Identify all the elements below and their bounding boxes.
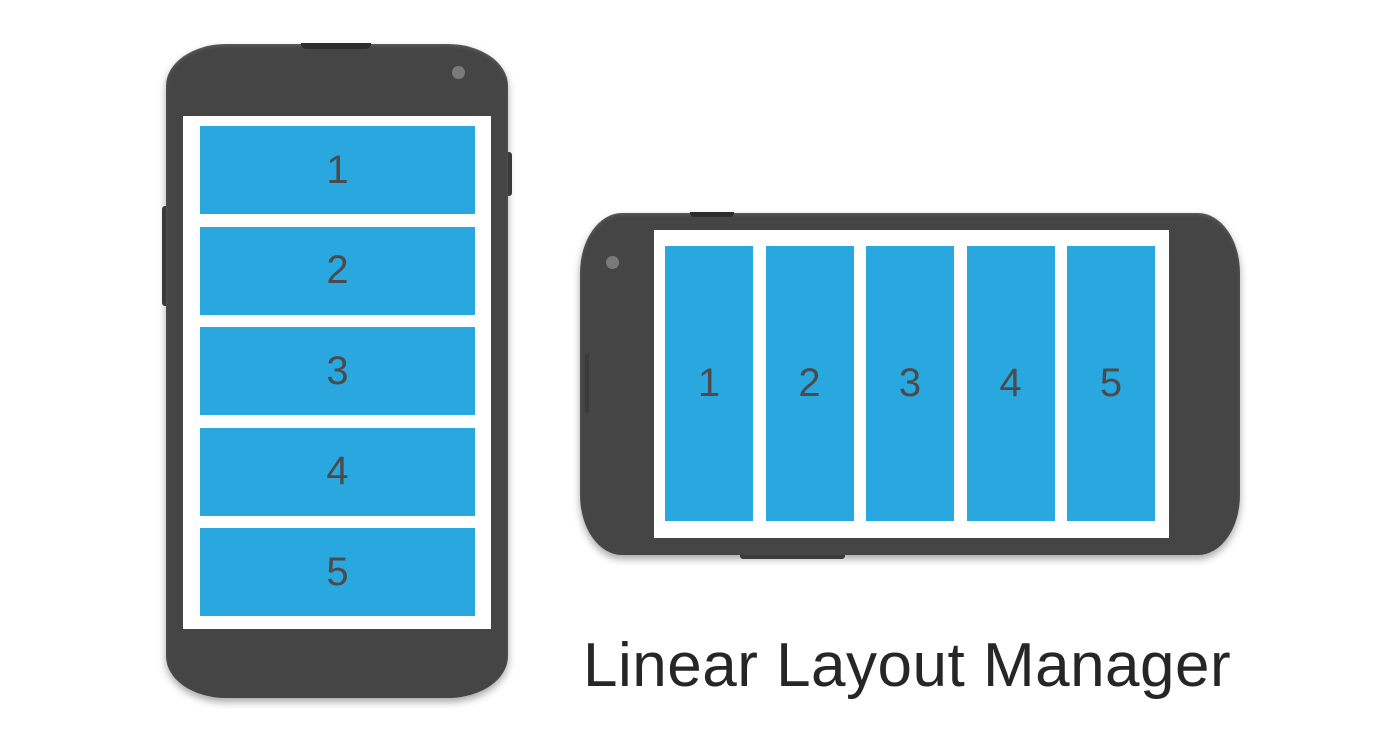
vertical-list: 1 2 3 4 5	[200, 126, 475, 616]
horizontal-list: 1 2 3 4 5	[665, 246, 1155, 521]
list-item-1: 1	[665, 246, 753, 521]
power-button	[585, 353, 589, 413]
speaker-grille	[301, 43, 371, 49]
list-item-5: 5	[1067, 246, 1155, 521]
list-item-1: 1	[200, 126, 475, 214]
list-item-2: 2	[765, 246, 854, 521]
list-item-3: 3	[200, 327, 475, 415]
portrait-screen: 1 2 3 4 5	[183, 116, 491, 629]
list-item-2: 2	[200, 226, 475, 315]
diagram-caption: Linear Layout Manager	[583, 631, 1232, 700]
list-item-4: 4	[200, 427, 475, 516]
list-item-3: 3	[866, 246, 954, 521]
volume-button	[740, 555, 845, 559]
speaker-grille	[690, 212, 734, 217]
portrait-phone: 1 2 3 4 5	[162, 43, 512, 698]
volume-button	[162, 206, 166, 306]
list-item-5: 5	[200, 528, 475, 616]
power-button	[508, 152, 512, 196]
camera-icon	[452, 66, 465, 79]
camera-icon	[606, 256, 619, 269]
landscape-screen: 1 2 3 4 5	[654, 230, 1169, 538]
landscape-phone: 1 2 3 4 5	[580, 212, 1240, 559]
list-item-4: 4	[966, 246, 1055, 521]
